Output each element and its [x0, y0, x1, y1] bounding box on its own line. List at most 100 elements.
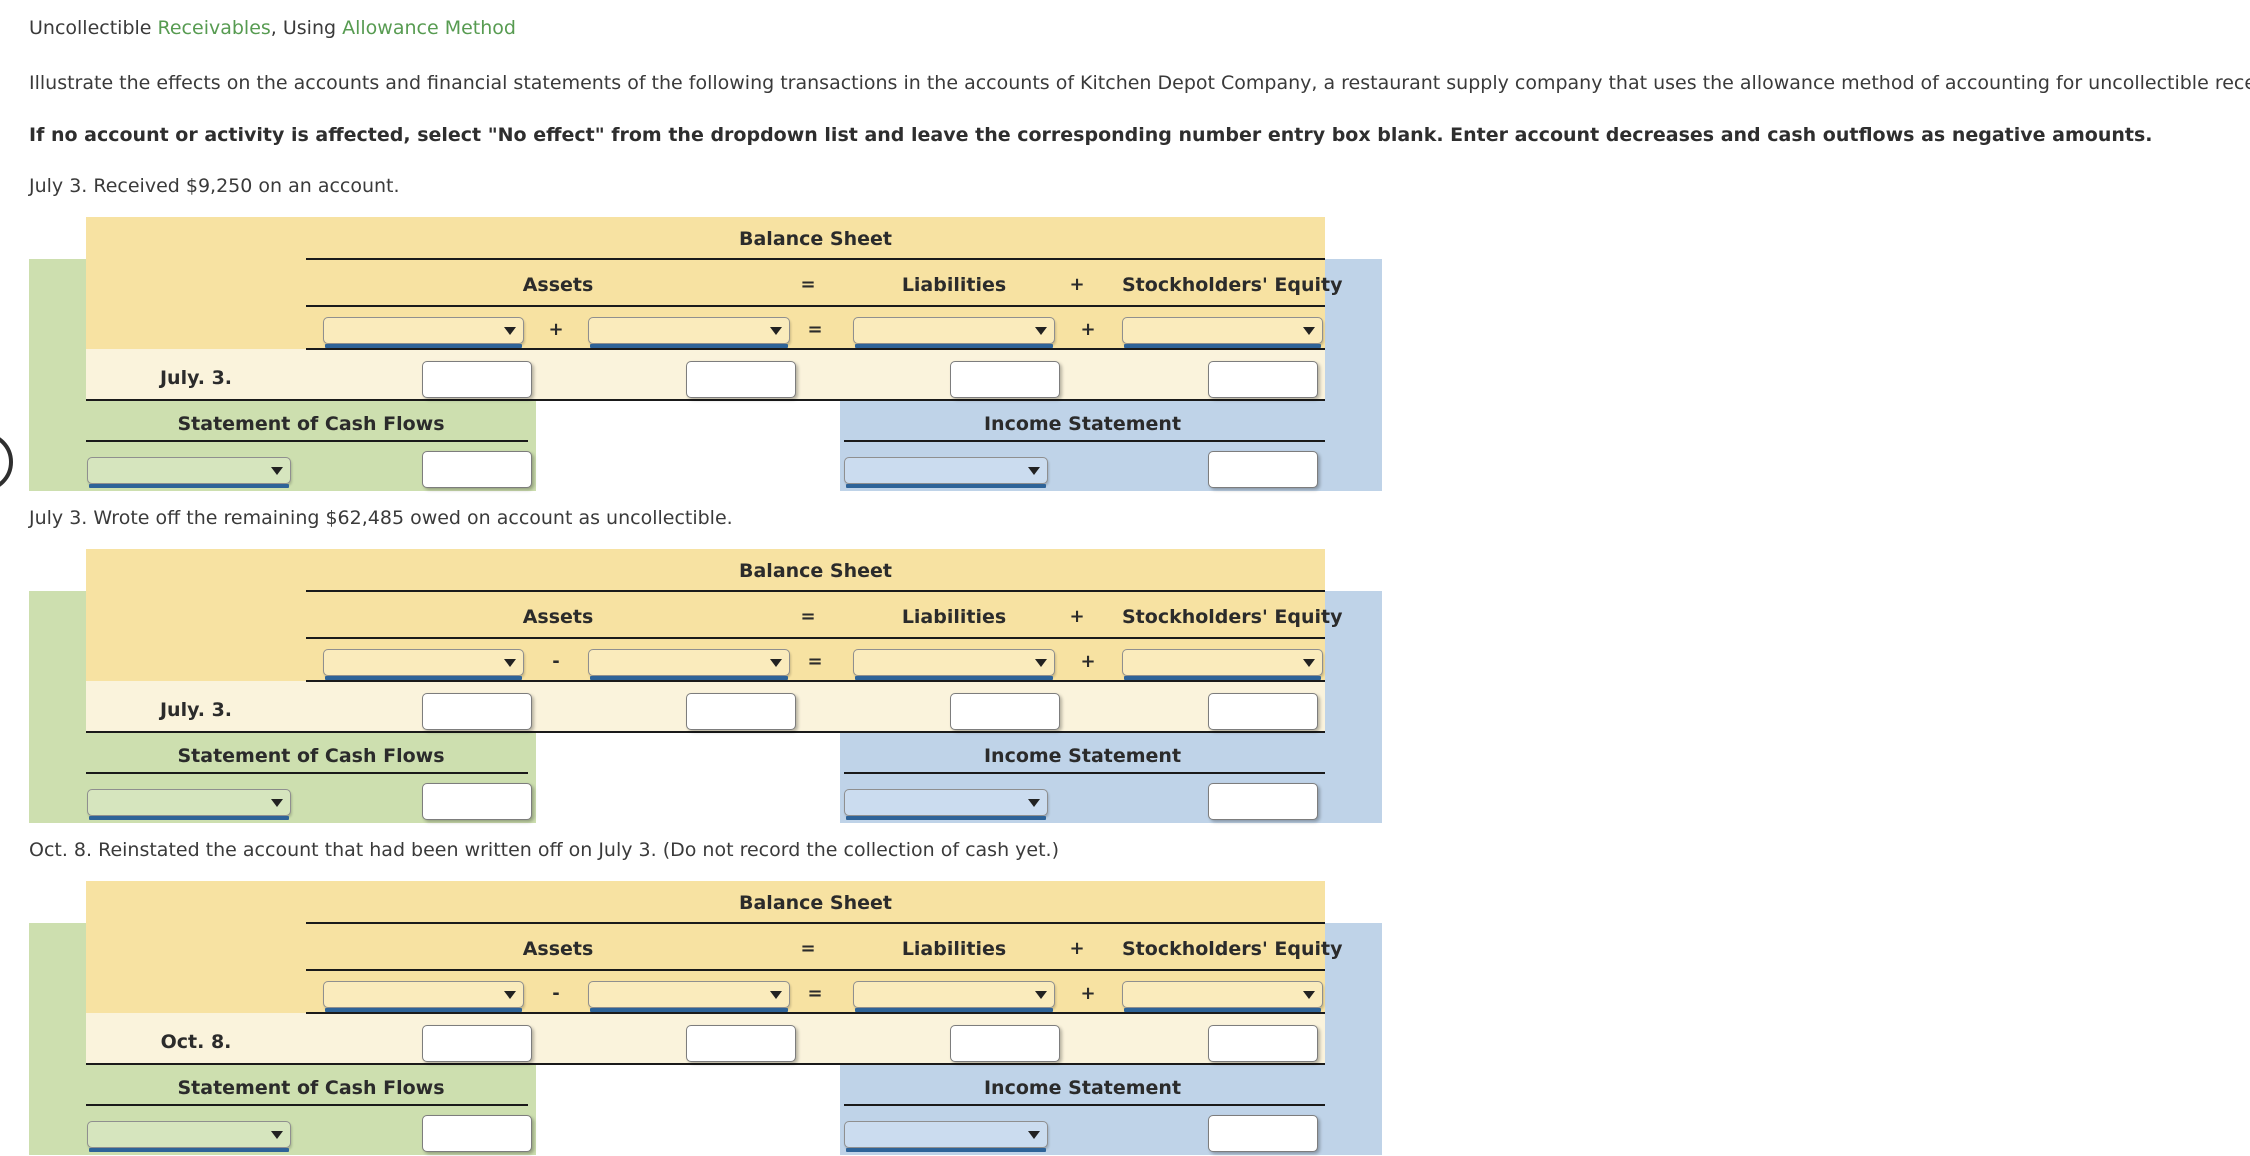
- row-date-label: July. 3.: [159, 367, 233, 389]
- liabilities-account-dropdown[interactable]: [853, 317, 1055, 348]
- stockholders-equity-header: Stockholders' Equity: [1122, 274, 1343, 296]
- income-statement-amount-input[interactable]: [1208, 783, 1318, 820]
- dropdown-arrow-icon: [271, 467, 283, 475]
- equity-operator: +: [1080, 983, 1096, 1004]
- asset-operator: +: [548, 319, 564, 340]
- divider-line: [306, 590, 1325, 592]
- income-statement-amount-input[interactable]: [1208, 451, 1318, 488]
- row-date-label: Oct. 8.: [160, 1031, 232, 1053]
- cash-flows-amount-input[interactable]: [422, 783, 532, 820]
- income-statement-dropdown[interactable]: [844, 1121, 1048, 1152]
- divider-line: [844, 440, 1325, 442]
- income-statement-dropdown[interactable]: [844, 789, 1048, 820]
- liabilities-amount-input[interactable]: [950, 1025, 1060, 1062]
- cash-flows-amount-input[interactable]: [422, 451, 532, 488]
- financial-statement-table: Balance Sheet Assets = Liabilities + Sto…: [0, 881, 1420, 1155]
- instruction-text: Illustrate the effects on the accounts a…: [29, 72, 2250, 94]
- dropdown-arrow-icon: [1035, 991, 1047, 999]
- income-statement-amount-input[interactable]: [1208, 1115, 1318, 1152]
- liabilities-amount-input[interactable]: [950, 693, 1060, 730]
- asset-amount-input-1[interactable]: [422, 361, 532, 398]
- equals-sign: =: [800, 606, 816, 627]
- balance-sheet-title: Balance Sheet: [739, 560, 892, 582]
- dropdown-arrow-icon: [770, 327, 782, 335]
- dropdown-arrow-icon: [770, 659, 782, 667]
- balance-sheet-title: Balance Sheet: [739, 892, 892, 914]
- divider-line: [306, 258, 1325, 260]
- transaction-text: Oct. 8. Reinstated the account that had …: [29, 839, 1059, 861]
- dropdown-arrow-icon: [504, 659, 516, 667]
- equals-operator: =: [807, 983, 823, 1004]
- assets-header: Assets: [522, 274, 594, 296]
- asset-account-dropdown-2[interactable]: [588, 649, 790, 680]
- financial-statement-table: Balance Sheet Assets = Liabilities + Sto…: [0, 217, 1420, 491]
- asset-account-dropdown-1[interactable]: [323, 981, 524, 1012]
- dropdown-arrow-icon: [1303, 659, 1315, 667]
- allowance-method-link[interactable]: Allowance Method: [342, 17, 516, 39]
- stockholders-equity-header: Stockholders' Equity: [1122, 606, 1343, 628]
- transaction-text: July 3. Wrote off the remaining $62,485 …: [29, 507, 733, 529]
- dropdown-arrow-icon: [1028, 467, 1040, 475]
- liabilities-amount-input[interactable]: [950, 361, 1060, 398]
- divider-line: [306, 348, 1325, 350]
- asset-amount-input-1[interactable]: [422, 1025, 532, 1062]
- cash-flows-header: Statement of Cash Flows: [177, 1077, 445, 1099]
- cash-flows-dropdown[interactable]: [87, 789, 291, 820]
- equity-account-dropdown[interactable]: [1122, 649, 1323, 680]
- dropdown-arrow-icon: [271, 799, 283, 807]
- transaction-text: July 3. Received $9,250 on an account.: [29, 175, 400, 197]
- assets-header: Assets: [522, 938, 594, 960]
- equity-operator: +: [1080, 319, 1096, 340]
- transaction-panel: July 3. Wrote off the remaining $62,485 …: [0, 499, 1420, 824]
- asset-amount-input-1[interactable]: [422, 693, 532, 730]
- liabilities-account-dropdown[interactable]: [853, 649, 1055, 680]
- cash-flows-dropdown[interactable]: [87, 457, 291, 488]
- asset-account-dropdown-1[interactable]: [323, 317, 524, 348]
- receivables-link[interactable]: Receivables: [157, 17, 271, 39]
- asset-account-dropdown-1[interactable]: [323, 649, 524, 680]
- equity-account-dropdown[interactable]: [1122, 317, 1323, 348]
- asset-account-dropdown-2[interactable]: [588, 317, 790, 348]
- transaction-panel: Oct. 8. Reinstated the account that had …: [0, 831, 1420, 1156]
- equity-amount-input[interactable]: [1208, 361, 1318, 398]
- divider-line: [86, 731, 1325, 733]
- asset-amount-input-2[interactable]: [686, 361, 796, 398]
- assets-header: Assets: [522, 606, 594, 628]
- equity-amount-input[interactable]: [1208, 1025, 1318, 1062]
- equity-amount-input[interactable]: [1208, 693, 1318, 730]
- liabilities-account-dropdown[interactable]: [853, 981, 1055, 1012]
- asset-amount-input-2[interactable]: [686, 1025, 796, 1062]
- income-statement-dropdown[interactable]: [844, 457, 1048, 488]
- page-title-text: Uncollectible: [29, 17, 158, 39]
- dropdown-arrow-icon: [1303, 991, 1315, 999]
- dropdown-arrow-icon: [504, 327, 516, 335]
- transaction-panel: July 3. Received $9,250 on an account. B…: [0, 167, 1420, 492]
- asset-account-dropdown-2[interactable]: [588, 981, 790, 1012]
- bold-instruction-text: If no account or activity is affected, s…: [29, 124, 2153, 146]
- stockholders-equity-header: Stockholders' Equity: [1122, 938, 1343, 960]
- divider-line: [306, 922, 1325, 924]
- dropdown-arrow-icon: [770, 991, 782, 999]
- divider-line: [306, 680, 1325, 682]
- divider-line: [306, 969, 1325, 971]
- cash-flows-dropdown[interactable]: [87, 1121, 291, 1152]
- equals-operator: =: [807, 319, 823, 340]
- dropdown-arrow-icon: [1303, 327, 1315, 335]
- asset-operator: -: [552, 983, 560, 1004]
- plus-sign: +: [1069, 606, 1085, 627]
- equity-operator: +: [1080, 651, 1096, 672]
- dropdown-arrow-icon: [1035, 327, 1047, 335]
- dropdown-arrow-icon: [271, 1131, 283, 1139]
- dropdown-arrow-icon: [1028, 799, 1040, 807]
- financial-statement-table: Balance Sheet Assets = Liabilities + Sto…: [0, 549, 1420, 823]
- equals-sign: =: [800, 274, 816, 295]
- plus-sign: +: [1069, 938, 1085, 959]
- asset-amount-input-2[interactable]: [686, 693, 796, 730]
- cash-flows-amount-input[interactable]: [422, 1115, 532, 1152]
- liabilities-header: Liabilities: [901, 606, 1007, 628]
- income-statement-header: Income Statement: [983, 1077, 1182, 1099]
- divider-line: [86, 399, 1325, 401]
- dropdown-arrow-icon: [1028, 1131, 1040, 1139]
- equity-account-dropdown[interactable]: [1122, 981, 1323, 1012]
